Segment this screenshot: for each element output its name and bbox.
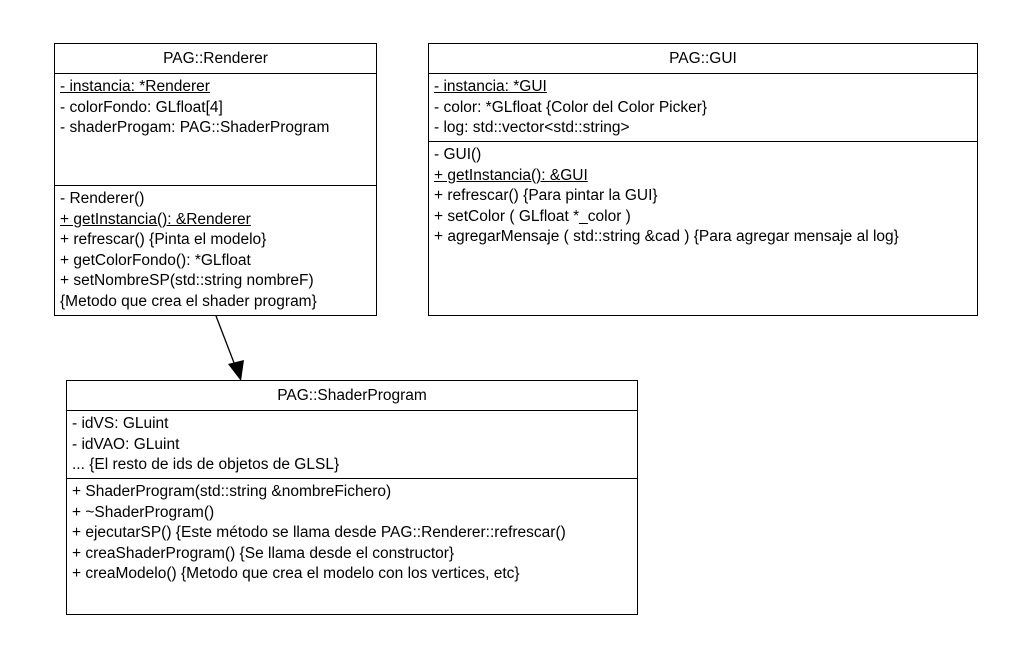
class-renderer-attributes: - instancia: *Renderer - colorFondo: GLf…	[55, 74, 376, 186]
operation: + creaModelo() {Metodo que crea el model…	[72, 565, 520, 582]
class-gui-operations: - GUI() + getInstancia(): &GUI + refresc…	[429, 142, 977, 315]
operation: + refrescar() {Pinta el modelo}	[60, 231, 267, 248]
attribute: ... {El resto de ids de objetos de GLSL}	[72, 456, 340, 473]
attribute: - instancia: *Renderer	[60, 78, 210, 95]
operation: {Metodo que crea el shader program}	[60, 292, 317, 310]
attribute: - colorFondo: GLfloat[4]	[60, 98, 223, 116]
arrowhead	[228, 360, 244, 381]
class-shader-program-name: PAG::ShaderProgram	[67, 381, 637, 411]
class-gui[interactable]: PAG::GUI - instancia: *GUI - color: *GLf…	[428, 43, 978, 316]
class-gui-name: PAG::GUI	[429, 44, 977, 74]
class-shader-program-attributes: - idVS: GLuint - idVAO: GLuint ... {El r…	[67, 411, 637, 479]
attribute: - color: *GLfloat {Color del Color Picke…	[434, 98, 708, 116]
attribute: - log: std::vector<std::string>	[434, 119, 630, 136]
class-renderer-operations: - Renderer() + getInstancia(): &Renderer…	[55, 186, 376, 315]
operation: + ShaderProgram(std::string &nombreFiche…	[72, 483, 392, 500]
operation: + creaShaderProgram() {Se llama desde el…	[72, 544, 455, 562]
attribute: - idVAO: GLuint	[72, 435, 180, 453]
operation: + refrescar() {Para pintar la GUI}	[434, 187, 658, 204]
operation: + agregarMensaje ( std::string &cad ) {P…	[434, 228, 899, 245]
operation: + getInstancia(): &GUI	[434, 166, 588, 184]
attribute: - shaderProgam: PAG::ShaderProgram	[60, 119, 330, 136]
operation: - GUI()	[434, 146, 482, 163]
attribute: - idVS: GLuint	[72, 415, 169, 432]
operation: + ejecutarSP() {Este método se llama des…	[72, 524, 566, 541]
association-line	[215, 315, 237, 369]
operation: - Renderer()	[60, 190, 145, 207]
class-shader-program-operations: + ShaderProgram(std::string &nombreFiche…	[67, 479, 637, 614]
operation: + getColorFondo(): *GLfloat	[60, 251, 251, 269]
class-renderer[interactable]: PAG::Renderer - instancia: *Renderer - c…	[54, 43, 377, 316]
class-renderer-name: PAG::Renderer	[55, 44, 376, 74]
operation: + ~ShaderProgram()	[72, 503, 215, 521]
operation: + setColor ( GLfloat *_color )	[434, 207, 631, 225]
class-shader-program[interactable]: PAG::ShaderProgram - idVS: GLuint - idVA…	[66, 380, 638, 615]
class-gui-attributes: - instancia: *GUI - color: *GLfloat {Col…	[429, 74, 977, 142]
operation: + setNombreSP(std::string nombreF)	[60, 272, 314, 289]
operation: + getInstancia(): &Renderer	[60, 210, 251, 228]
attribute: - instancia: *GUI	[434, 78, 547, 95]
